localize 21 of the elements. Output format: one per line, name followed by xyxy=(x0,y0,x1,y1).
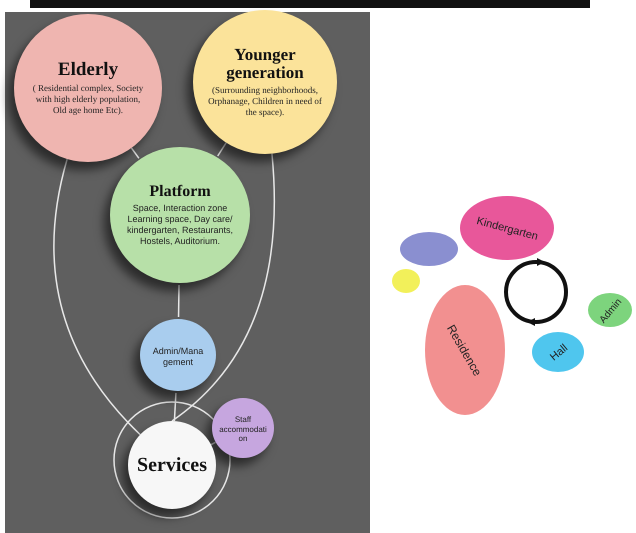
node-description: (Surrounding neighborhoods, Orphanage, Children in need of the space). xyxy=(207,85,323,118)
connector-line xyxy=(178,284,180,318)
connector-line xyxy=(130,147,140,159)
node-title: Elderly xyxy=(56,60,120,80)
connector-line xyxy=(210,442,216,446)
node-description: Space, Interaction zone Learning space, Day care/ kindergarten, Restaurants, Hostels, Auditorium. xyxy=(126,203,234,246)
node-title: Services xyxy=(137,454,207,476)
connector-line xyxy=(217,142,227,156)
ellipse-shape xyxy=(392,269,420,293)
node-label: Staff accommodation xyxy=(218,415,268,444)
node-title: Platform xyxy=(148,184,212,200)
connector-line xyxy=(172,154,275,422)
circle-node xyxy=(588,293,632,327)
connector-line xyxy=(53,158,141,436)
node-description: ( Residential complex, Society with high elderly population, Old age home Etc). xyxy=(32,83,144,116)
connector-line xyxy=(174,392,177,422)
node-label: Hall xyxy=(547,342,570,364)
node-label: Admin/Management xyxy=(152,346,204,368)
ellipse-shape xyxy=(400,232,458,266)
circle-node xyxy=(532,332,584,372)
node-title: Younger generation xyxy=(225,46,305,82)
